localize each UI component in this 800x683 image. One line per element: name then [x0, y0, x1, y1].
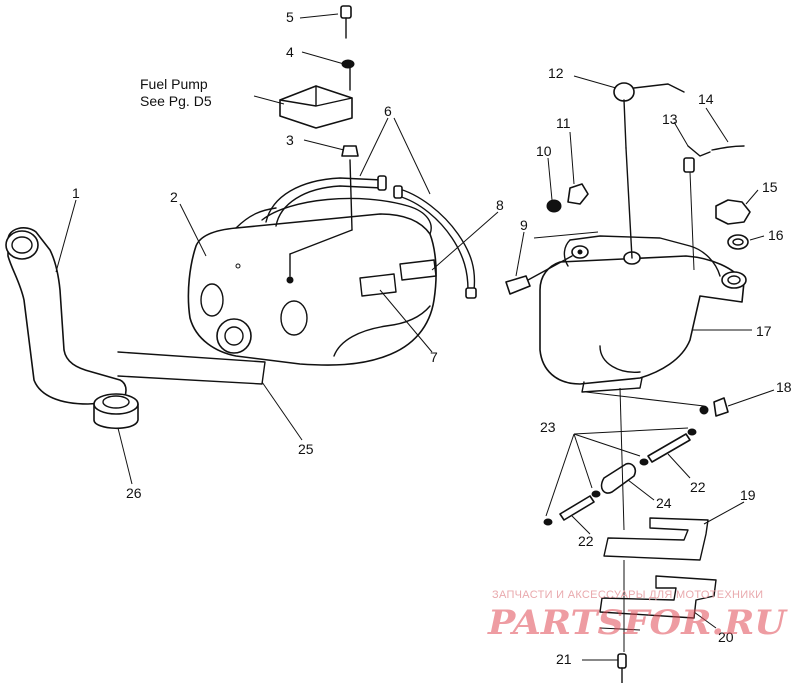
callout-1: 1	[72, 185, 80, 201]
callout-18: 18	[776, 379, 792, 395]
callout-26: 26	[126, 485, 142, 501]
callout-13: 13	[662, 111, 678, 127]
callout-8: 8	[496, 197, 504, 213]
callout-12: 12	[548, 65, 564, 81]
callout-19: 19	[740, 487, 756, 503]
callout-14: 14	[698, 91, 714, 107]
callout-22-upper: 22	[690, 479, 706, 495]
callout-21: 21	[556, 651, 572, 667]
leader-lines	[55, 13, 775, 661]
callout-7: 7	[430, 349, 438, 365]
watermark-tagline: ЗАПЧАСТИ И АКСЕССУАРЫ ДЛЯ МОТОТЕХНИКИ	[492, 589, 763, 601]
filler-neck	[5, 227, 127, 405]
callout-numbers: 1 2 3 4 5 6 7 8 9 10 11 12 13 14 15 16 1…	[72, 9, 792, 667]
fuel-tank	[187, 197, 437, 366]
callout-16: 16	[768, 227, 784, 243]
callout-23: 23	[540, 419, 556, 435]
callout-4: 4	[286, 44, 294, 60]
fuel-line-parts	[543, 387, 729, 531]
watermark-site: PARTSFOR.RU	[487, 603, 789, 643]
callout-11: 11	[556, 115, 571, 131]
hoses	[265, 175, 477, 299]
bracket	[117, 351, 266, 385]
tank-cap	[93, 393, 139, 430]
note-line-1: Fuel Pump	[140, 76, 208, 92]
callout-5: 5	[286, 9, 294, 25]
watermark: ЗАПЧАСТИ И АКСЕССУАРЫ ДЛЯ МОТОТЕХНИКИ PA…	[487, 589, 789, 643]
oil-tank-hardware	[505, 82, 751, 295]
plates	[599, 517, 717, 683]
callout-25: 25	[298, 441, 314, 457]
oil-tank	[539, 235, 747, 393]
callout-15: 15	[762, 179, 778, 195]
note-line-2: See Pg. D5	[140, 93, 212, 109]
callout-10: 10	[536, 143, 552, 159]
fuel-pump-hardware	[279, 5, 359, 277]
callout-22-lower: 22	[578, 533, 594, 549]
callout-3: 3	[286, 132, 294, 148]
fuel-pump-note: Fuel Pump See Pg. D5	[140, 76, 212, 109]
callout-2: 2	[170, 189, 178, 205]
callout-24: 24	[656, 495, 672, 511]
callout-6: 6	[384, 103, 392, 119]
callout-20: 20	[718, 629, 734, 645]
callout-9: 9	[520, 217, 528, 233]
callout-17: 17	[756, 323, 772, 339]
